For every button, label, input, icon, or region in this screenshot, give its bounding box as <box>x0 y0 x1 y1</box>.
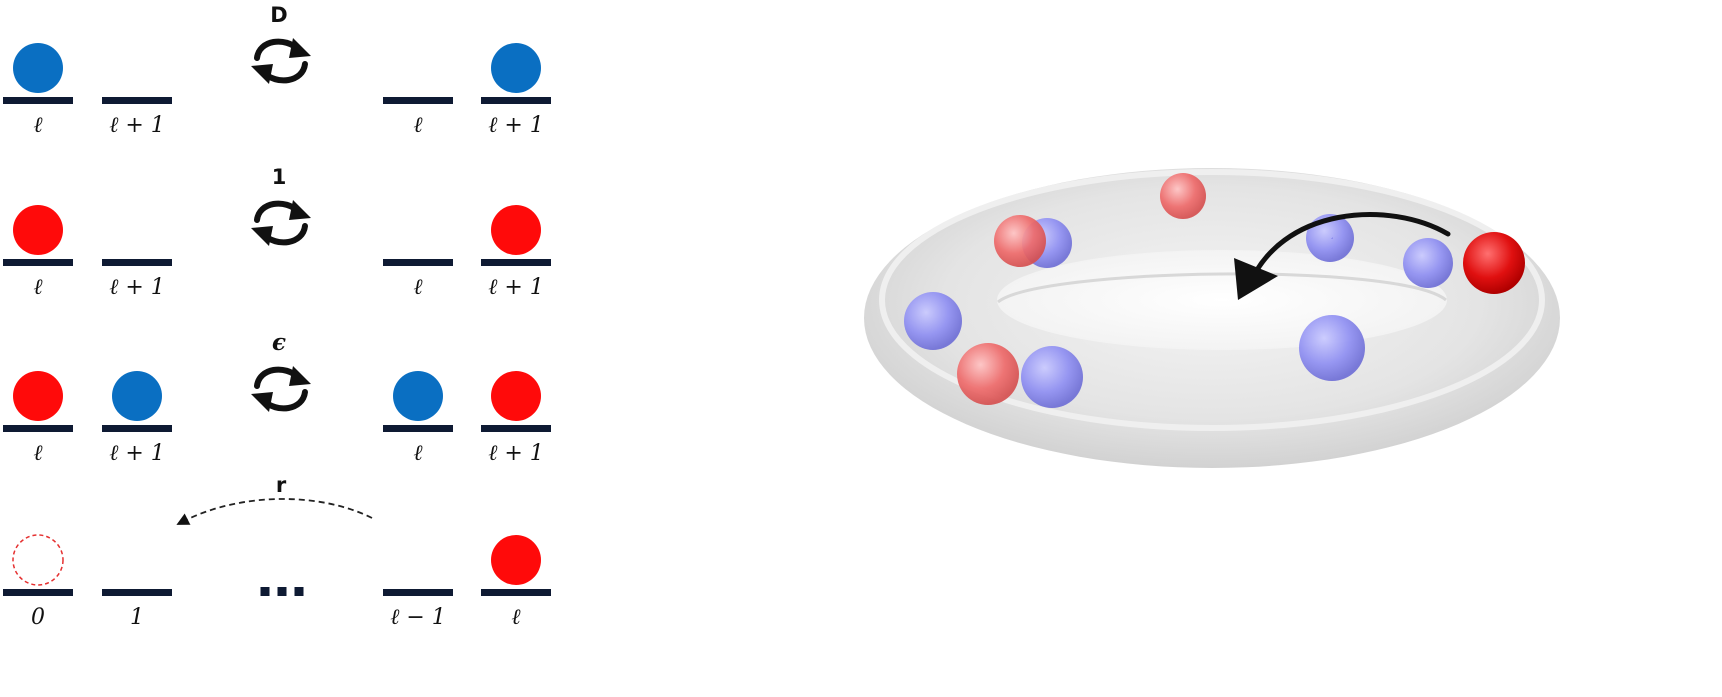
rule-0-right-site-1-bar <box>481 97 551 104</box>
reset-rule: 0 1 ℓ − 1 ℓ r <box>3 473 551 630</box>
rule-1-right-site-1-red-particle <box>491 205 541 255</box>
rule-1-right-site-0-label: ℓ <box>413 275 423 300</box>
torus-red-particle <box>1160 173 1206 219</box>
rule-2-left-site-0-red-particle <box>13 371 63 421</box>
ellipsis-dot <box>294 587 304 596</box>
rule-1-right-site-1-label: ℓ + 1 <box>488 275 544 300</box>
rule-row-2: ℓ ℓ + 1 ℓ ℓ + 1 ϵ <box>3 329 551 466</box>
rule-2-right-site-1-bar <box>481 425 551 432</box>
rule-1-left-site-1-bar <box>102 259 172 266</box>
rate-label: D <box>270 3 287 27</box>
rule-1-left-site-0-red-particle <box>13 205 63 255</box>
rule-1-left-site-0-bar <box>3 259 73 266</box>
rule-0-right-site-1-label: ℓ + 1 <box>488 113 544 138</box>
rule-2-left-site-0-label: ℓ <box>33 441 43 466</box>
rule-0-left-site-0-bar <box>3 97 73 104</box>
rule-1-right-site-0-bar <box>383 259 453 266</box>
torus-blue-particle <box>904 292 962 350</box>
rule-row-1: ℓ ℓ + 1 ℓ ℓ + 1 1 <box>3 165 551 300</box>
hop-arrow <box>1245 212 1451 291</box>
rule-0-left-site-0-label: ℓ <box>33 113 43 138</box>
reset-site-2-bar <box>383 589 453 596</box>
rule-1-left-site-0-label: ℓ <box>33 275 43 300</box>
torus-illustration <box>864 168 1560 468</box>
rate-label: 1 <box>272 165 287 189</box>
transition-rules: ℓ ℓ + 1 ℓ ℓ + 1 Dℓ ℓ + 1 ℓ ℓ + 1 1 ℓ ℓ + 1 ℓ ℓ + 1 ϵ <box>3 3 551 466</box>
torus-rim <box>879 169 1545 431</box>
rule-0-left-site-1-label: ℓ + 1 <box>109 113 165 138</box>
swap-cycle-icon <box>251 200 311 246</box>
rule-1-left-site-1-label: ℓ + 1 <box>109 275 165 300</box>
reset-site-0-empty-particle <box>12 534 64 586</box>
torus-hole <box>997 250 1447 350</box>
ellipsis-dot <box>260 587 270 596</box>
rule-0-right-site-0-label: ℓ <box>413 113 423 138</box>
rule-0-left-site-0-blue-particle <box>13 43 63 93</box>
torus-blue-particle <box>1403 238 1453 288</box>
torus-blue-particle <box>1331 237 1333 239</box>
rule-0-right-site-1-blue-particle <box>491 43 541 93</box>
torus-red-particle <box>957 343 1019 405</box>
torus-inner-shade <box>997 272 1447 304</box>
rule-2-right-site-1-red-particle <box>491 371 541 421</box>
reset-site-3-bar <box>481 589 551 596</box>
reset-arrow <box>176 498 373 525</box>
torus-red-particle <box>1463 232 1525 294</box>
rule-2-left-site-1-label: ℓ + 1 <box>109 441 165 466</box>
reset-site-1-label: 1 <box>130 605 144 630</box>
rule-2-left-site-0-bar <box>3 425 73 432</box>
rule-2-right-site-0-bar <box>383 425 453 432</box>
rule-0-right-site-0-bar <box>383 97 453 104</box>
reset-rate-label: r <box>276 473 287 497</box>
rule-2-right-site-0-blue-particle <box>393 371 443 421</box>
swap-cycle-icon <box>251 366 311 412</box>
reset-site-2-label: ℓ − 1 <box>390 605 446 630</box>
torus-blue-particle <box>1021 346 1083 408</box>
rule-0-left-site-1-bar <box>102 97 172 104</box>
torus-red-particle <box>994 215 1046 267</box>
rule-1-right-site-1-bar <box>481 259 551 266</box>
hop-arrow-head <box>1234 258 1278 300</box>
reset-site-0-bar <box>3 589 73 596</box>
rule-row-0: ℓ ℓ + 1 ℓ ℓ + 1 D <box>3 3 551 138</box>
rule-2-left-site-1-blue-particle <box>112 371 162 421</box>
ellipsis-dot <box>277 587 287 596</box>
reset-site-3-label: ℓ <box>511 605 521 630</box>
reset-site-1-bar <box>102 589 172 596</box>
swap-cycle-icon <box>251 38 311 84</box>
torus-blue-particle <box>1299 315 1365 381</box>
torus-blue-particle <box>1306 214 1354 262</box>
rate-label: ϵ <box>272 329 286 356</box>
rule-2-right-site-1-label: ℓ + 1 <box>488 441 544 466</box>
rule-2-right-site-0-label: ℓ <box>413 441 423 466</box>
rule-2-left-site-1-bar <box>102 425 172 432</box>
reset-site-3-red-particle <box>491 535 541 585</box>
reset-site-0-label: 0 <box>31 605 45 630</box>
